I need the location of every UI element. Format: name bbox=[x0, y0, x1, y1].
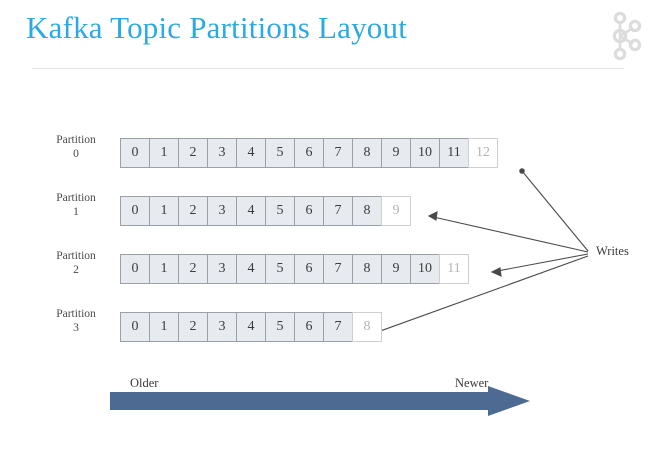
partition-index: 2 bbox=[73, 264, 79, 276]
partition-index: 0 bbox=[73, 148, 79, 160]
partition-label-text: Partition bbox=[56, 250, 96, 262]
offset-cell: 4 bbox=[236, 138, 266, 168]
header-divider bbox=[32, 68, 624, 69]
offset-cell: 1 bbox=[149, 138, 179, 168]
offset-cell: 10 bbox=[410, 138, 440, 168]
next-offset-cell: 11 bbox=[439, 254, 469, 284]
offset-cell: 5 bbox=[265, 196, 295, 226]
partition-label-1: Partition 1 bbox=[38, 191, 114, 219]
time-direction-arrow-icon bbox=[110, 386, 530, 416]
partition-index: 3 bbox=[73, 322, 79, 334]
offset-cell: 11 bbox=[439, 138, 469, 168]
offset-cell: 7 bbox=[323, 312, 353, 342]
partition-3-cells: 0 1 2 3 4 5 6 7 8 bbox=[120, 312, 382, 342]
offset-cell: 7 bbox=[323, 138, 353, 168]
page-header: Kafka Topic Partitions Layout bbox=[0, 0, 657, 80]
offset-cell: 2 bbox=[178, 138, 208, 168]
offset-cell: 4 bbox=[236, 312, 266, 342]
offset-cell: 0 bbox=[120, 138, 150, 168]
writes-label: Writes bbox=[596, 244, 629, 258]
offset-cell: 3 bbox=[207, 196, 237, 226]
offset-cell: 4 bbox=[236, 254, 266, 284]
next-offset-cell: 8 bbox=[352, 312, 382, 342]
offset-cell: 3 bbox=[207, 312, 237, 342]
partition-label-2: Partition 2 bbox=[38, 249, 114, 277]
offset-cell: 4 bbox=[236, 196, 266, 226]
partition-label-text: Partition bbox=[56, 192, 96, 204]
offset-cell: 9 bbox=[381, 254, 411, 284]
offset-cell: 6 bbox=[294, 138, 324, 168]
offset-cell: 2 bbox=[178, 196, 208, 226]
offset-cell: 8 bbox=[352, 138, 382, 168]
offset-cell: 6 bbox=[294, 312, 324, 342]
offset-cell: 0 bbox=[120, 254, 150, 284]
offset-cell: 10 bbox=[410, 254, 440, 284]
partition-index: 1 bbox=[73, 206, 79, 218]
offset-cell: 8 bbox=[352, 254, 382, 284]
offset-cell: 6 bbox=[294, 254, 324, 284]
page-title: Kafka Topic Partitions Layout bbox=[26, 10, 408, 45]
partition-0-cells: 0 1 2 3 4 5 6 7 8 9 10 11 12 bbox=[120, 138, 498, 168]
offset-cell: 7 bbox=[323, 196, 353, 226]
partition-label-0: Partition 0 bbox=[38, 133, 114, 161]
offset-cell: 1 bbox=[149, 196, 179, 226]
offset-cell: 3 bbox=[207, 254, 237, 284]
offset-cell: 0 bbox=[120, 196, 150, 226]
offset-cell: 9 bbox=[381, 138, 411, 168]
offset-cell: 6 bbox=[294, 196, 324, 226]
partition-1-cells: 0 1 2 3 4 5 6 7 8 9 bbox=[120, 196, 411, 226]
partition-label-text: Partition bbox=[56, 308, 96, 320]
partition-2-cells: 0 1 2 3 4 5 6 7 8 9 10 11 bbox=[120, 254, 469, 284]
offset-cell: 2 bbox=[178, 312, 208, 342]
newer-label: Newer bbox=[455, 376, 489, 390]
offset-cell: 8 bbox=[352, 196, 382, 226]
next-offset-cell: 9 bbox=[381, 196, 411, 226]
offset-cell: 2 bbox=[178, 254, 208, 284]
offset-cell: 7 bbox=[323, 254, 353, 284]
offset-cell: 5 bbox=[265, 312, 295, 342]
offset-cell: 1 bbox=[149, 312, 179, 342]
offset-cell: 5 bbox=[265, 254, 295, 284]
partition-label-text: Partition bbox=[56, 134, 96, 146]
offset-cell: 5 bbox=[265, 138, 295, 168]
offset-cell: 0 bbox=[120, 312, 150, 342]
next-offset-cell: 12 bbox=[468, 138, 498, 168]
offset-cell: 1 bbox=[149, 254, 179, 284]
older-label: Older bbox=[130, 376, 159, 390]
kafka-logo-icon bbox=[602, 10, 646, 62]
offset-cell: 3 bbox=[207, 138, 237, 168]
partition-label-3: Partition 3 bbox=[38, 307, 114, 335]
